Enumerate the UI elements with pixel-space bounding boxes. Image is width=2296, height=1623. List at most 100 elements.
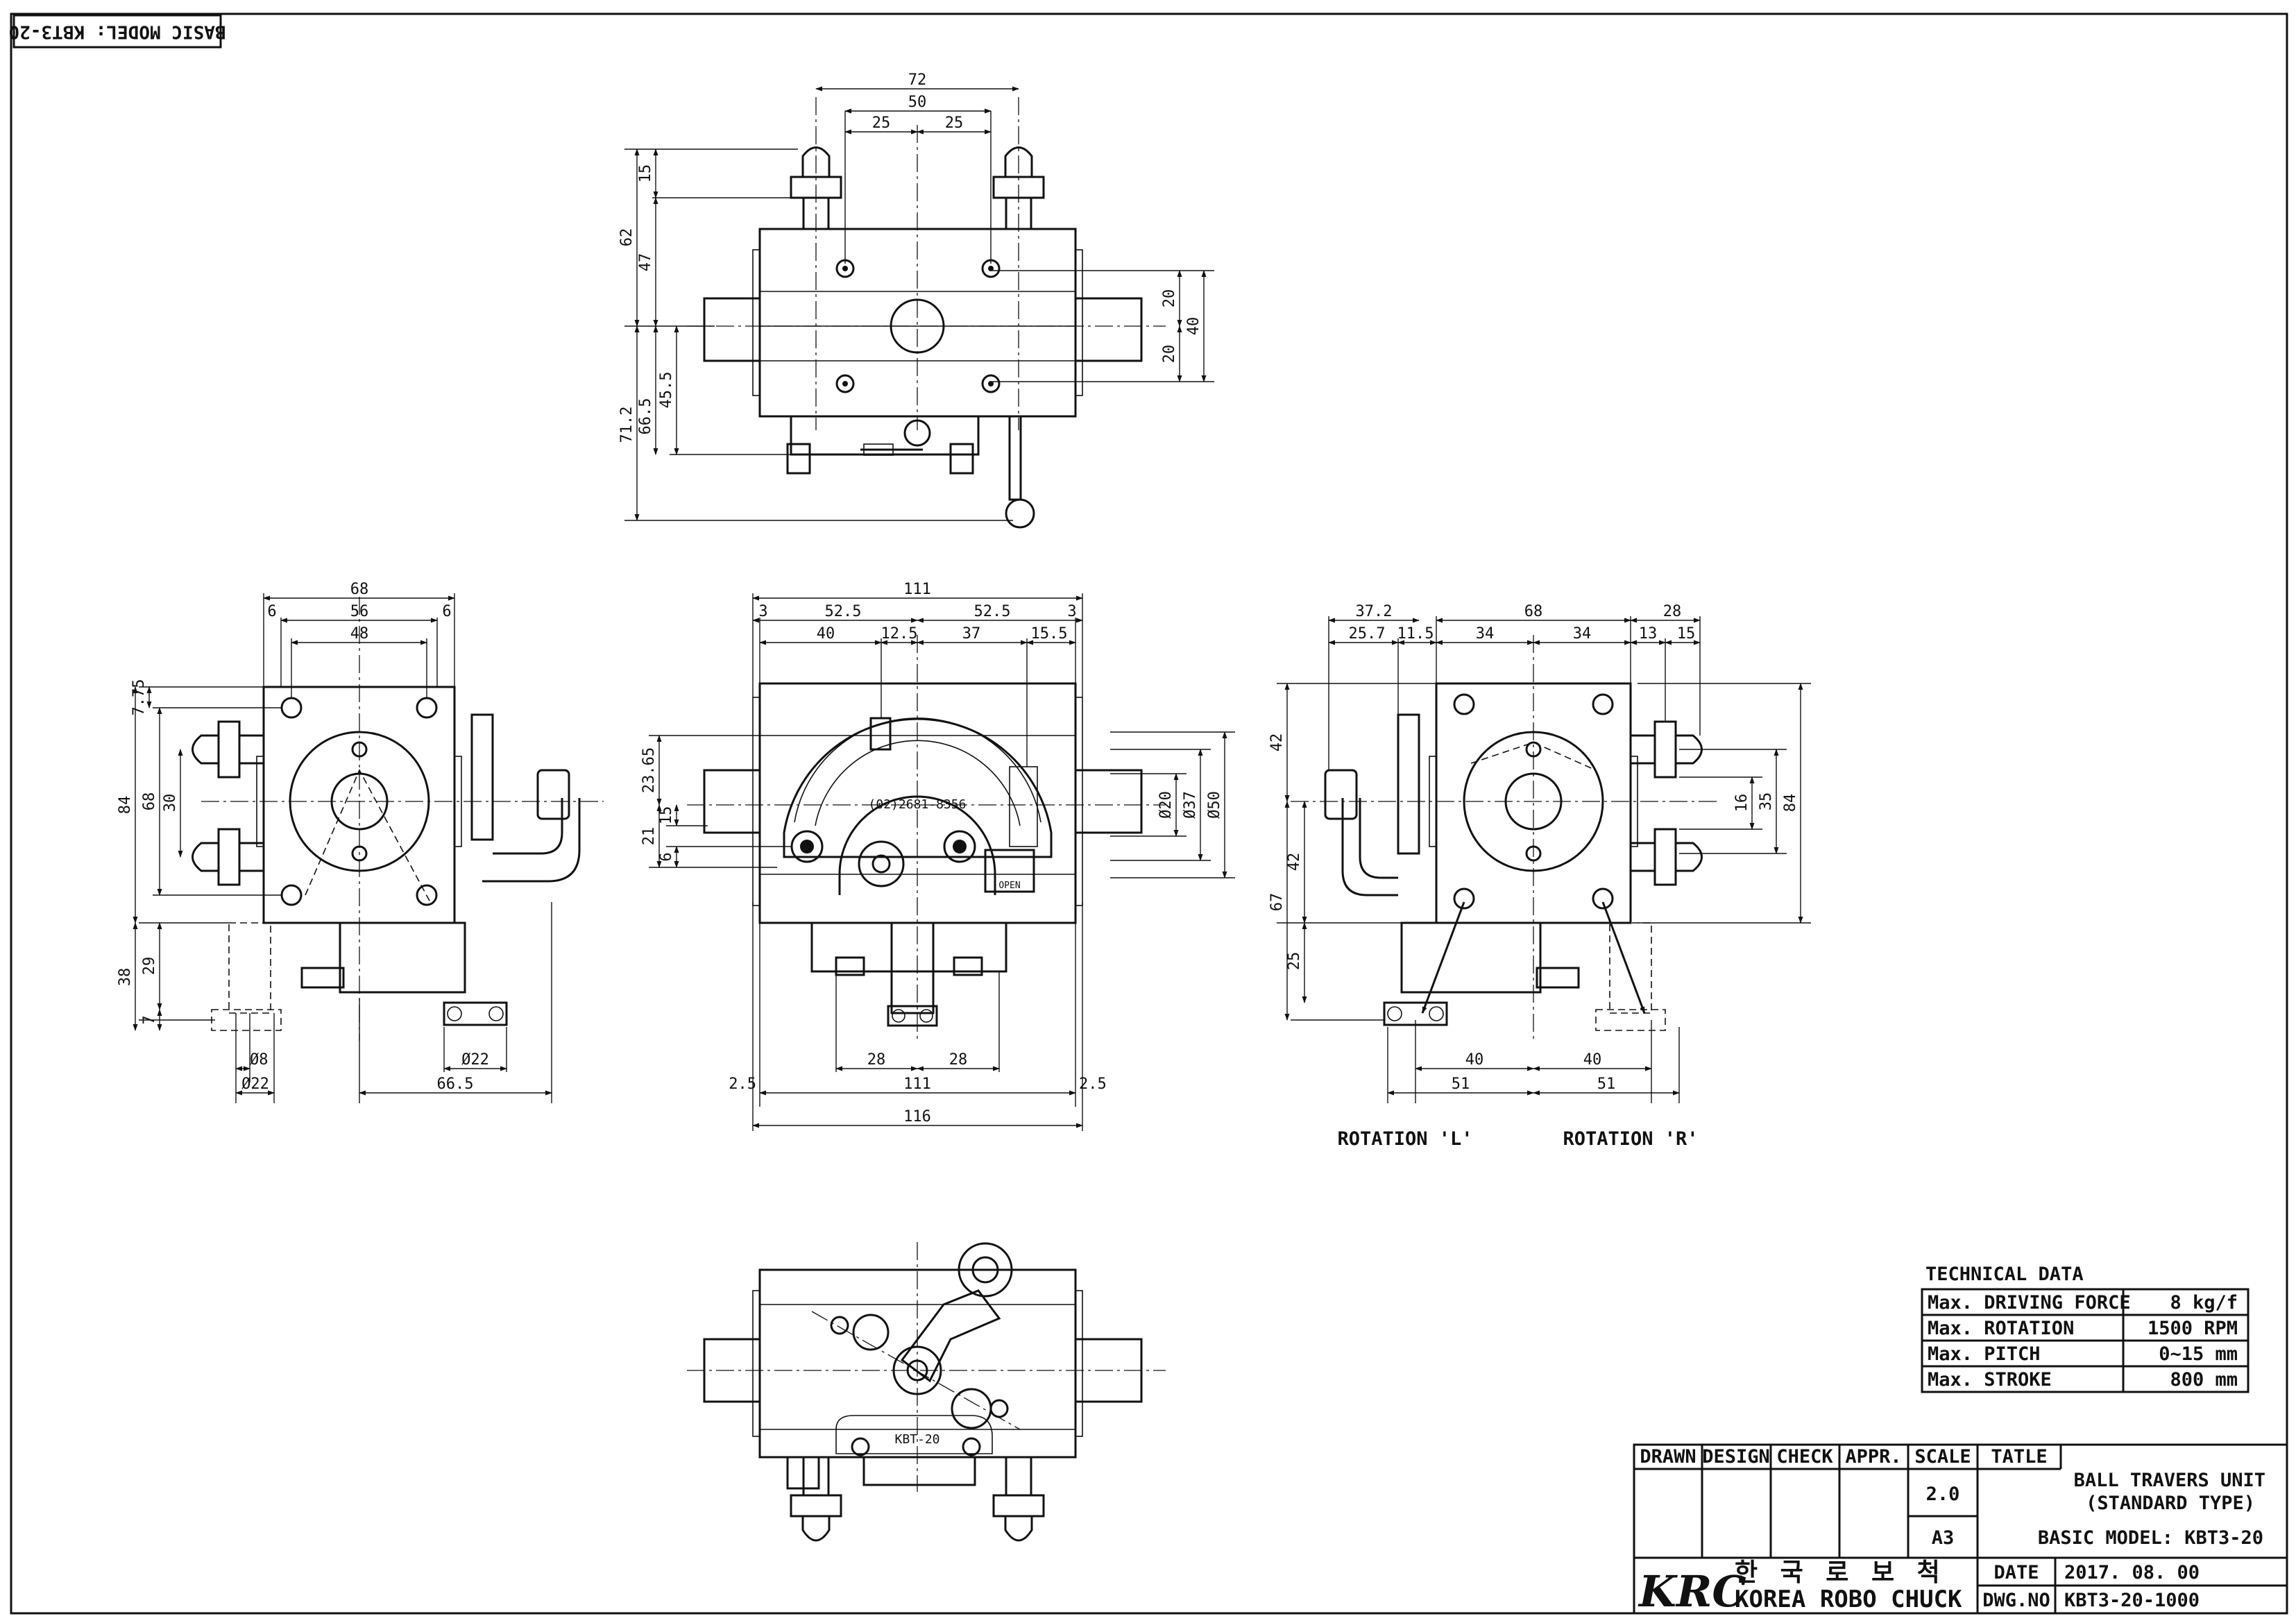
left-dim-7: 7 (141, 1015, 158, 1024)
front-dim-28a: 28 (867, 1051, 886, 1069)
front-view: (02)2681-8356 OPEN 111 52.5 52.5 3 3 40 … (640, 581, 1235, 1131)
tb-title-line1: BALL TRAVERS UNIT (2074, 1470, 2265, 1491)
tb-scale-value: 2.0 (1926, 1484, 1960, 1505)
dim-71-2: 71.2 (618, 407, 636, 443)
tb-tatle-label: TATLE (1991, 1446, 2047, 1468)
tech-row-value: 8 kg/f (2170, 1292, 2238, 1314)
technical-data-title: TECHNICAL DATA (1925, 1264, 2084, 1285)
front-dim-dia37: Ø37 (1182, 791, 1199, 819)
front-dim-2-5a: 2.5 (729, 1076, 756, 1093)
dim-25a: 25 (872, 114, 891, 132)
left-dim-68: 68 (350, 581, 369, 598)
left-dim-dia22b: Ø22 (461, 1051, 489, 1069)
title-block: DRAWN DESIGN CHECK APPR. SCALE 2.0 A3 TA… (1633, 1443, 2288, 1617)
left-dim-56: 56 (350, 603, 369, 620)
right-dim-51b: 51 (1597, 1076, 1616, 1093)
right-dim-16: 16 (1733, 794, 1751, 813)
header-label: BASIC MODEL: KBT3-20 (8, 14, 226, 49)
right-dim-34a: 34 (1476, 625, 1495, 643)
dim-15: 15 (637, 164, 654, 183)
krc-logo: KRC (1638, 1566, 1746, 1617)
right-dim-51a: 51 (1452, 1076, 1470, 1093)
right-dim-25-7: 25.7 (1349, 625, 1386, 643)
left-dim-6b: 6 (442, 603, 451, 620)
right-dim-34b: 34 (1573, 625, 1592, 643)
left-dim-30: 30 (162, 794, 179, 813)
front-dim-2-5b: 2.5 (1079, 1076, 1107, 1093)
right-dim-40b: 40 (1583, 1051, 1602, 1069)
right-dim-13: 13 (1639, 625, 1658, 643)
tb-company-name: KOREA ROBO CHUCK (1735, 1586, 1962, 1613)
tb-header-check: CHECK (1776, 1446, 1833, 1468)
left-dim-68v: 68 (141, 792, 158, 811)
left-dim-38: 38 (117, 968, 134, 987)
front-dim-111b: 111 (903, 1076, 931, 1093)
tb-header-appr: APPR. (1845, 1446, 1901, 1468)
tb-dwg-label: DWG.NO (1982, 1590, 2050, 1611)
right-dim-42b: 42 (1286, 853, 1303, 872)
front-dim-21: 21 (640, 827, 658, 846)
rotation-r-label: ROTATION 'R' (1563, 1128, 1698, 1150)
dim-45-5: 45.5 (658, 372, 675, 409)
right-dim-11-5: 11.5 (1397, 625, 1434, 643)
dial-open-label: OPEN (998, 881, 1020, 891)
header-label-text: BASIC MODEL: KBT3-20 (8, 22, 226, 42)
dim-25b: 25 (945, 114, 964, 132)
left-dim-29: 29 (141, 957, 158, 976)
right-dim-28: 28 (1663, 603, 1682, 620)
dim-20a: 20 (1161, 289, 1178, 308)
right-dim-84: 84 (1782, 794, 1799, 813)
front-dim-dia20: Ø20 (1157, 791, 1175, 819)
front-dim-52-5b: 52.5 (974, 603, 1011, 620)
tech-row-label: Max. PITCH (1928, 1343, 2041, 1365)
front-dim-116: 116 (903, 1108, 931, 1125)
tb-header-scale: SCALE (1914, 1446, 1971, 1468)
dim-40: 40 (1185, 317, 1202, 336)
left-dim-84: 84 (117, 796, 134, 815)
tb-korean-name: 한 국 로 보 척 (1735, 1558, 1947, 1587)
front-dim-15-5: 15.5 (1031, 625, 1068, 643)
tech-row-value: 800 mm (2170, 1369, 2238, 1391)
right-dim-42a: 42 (1268, 733, 1286, 752)
right-dim-25: 25 (1286, 952, 1303, 971)
right-dim-40a: 40 (1465, 1051, 1484, 1069)
left-dim-dia22a: Ø22 (241, 1076, 269, 1093)
dim-20b: 20 (1161, 345, 1178, 364)
tb-title-line2: (STANDARD TYPE) (2086, 1493, 2255, 1514)
technical-data-table: TECHNICAL DATA Max. DRIVING FORCE 8 kg/f… (1921, 1264, 2250, 1393)
tb-dwg-value: KBT3-20-1000 (2064, 1590, 2200, 1611)
left-dim-7-75: 7.75 (130, 679, 148, 716)
right-dim-35: 35 (1758, 792, 1775, 811)
tb-date-label: DATE (1993, 1562, 2039, 1583)
dim-62: 62 (618, 228, 636, 247)
front-dim-3b: 3 (1067, 603, 1076, 620)
right-dim-15: 15 (1677, 625, 1696, 643)
front-dim-3a: 3 (758, 603, 767, 620)
left-view: 68 56 6 6 48 7.75 84 68 30 38 29 7 Ø8 (117, 581, 604, 1103)
dim-66-5: 66.5 (637, 398, 654, 435)
front-dim-40: 40 (817, 625, 835, 643)
rotation-l-label: ROTATION 'L' (1337, 1128, 1472, 1150)
front-dim-111: 111 (903, 581, 931, 598)
right-dim-68: 68 (1524, 603, 1543, 620)
tb-paper-size: A3 (1932, 1527, 1955, 1549)
tb-basic-model: BASIC MODEL: KBT3-20 (2038, 1527, 2263, 1549)
left-dim-dia8: Ø8 (250, 1051, 269, 1069)
bottom-view: KBT-20 (687, 1242, 1166, 1542)
sheet-border (10, 12, 2288, 1615)
front-dim-23-65: 23.65 (640, 747, 658, 793)
right-view: 37.2 68 28 25.7 11.5 34 34 13 15 42 42 6… (1268, 603, 1811, 1103)
tech-row-value: 0~15 mm (2159, 1343, 2238, 1365)
tech-row-label: Max. DRIVING FORCE (1928, 1292, 2131, 1314)
dim-72: 72 (908, 71, 927, 89)
left-dim-6a: 6 (267, 603, 276, 620)
tech-row-value: 1500 RPM (2148, 1318, 2238, 1339)
front-dim-28b: 28 (949, 1051, 968, 1069)
front-dim-6: 6 (658, 852, 675, 861)
left-dim-66-5: 66.5 (437, 1076, 474, 1093)
front-dim-37: 37 (962, 625, 981, 643)
dim-50: 50 (908, 94, 927, 111)
tech-row-label: Max. ROTATION (1928, 1318, 2074, 1339)
tb-date-value: 2017. 08. 00 (2064, 1562, 2200, 1583)
